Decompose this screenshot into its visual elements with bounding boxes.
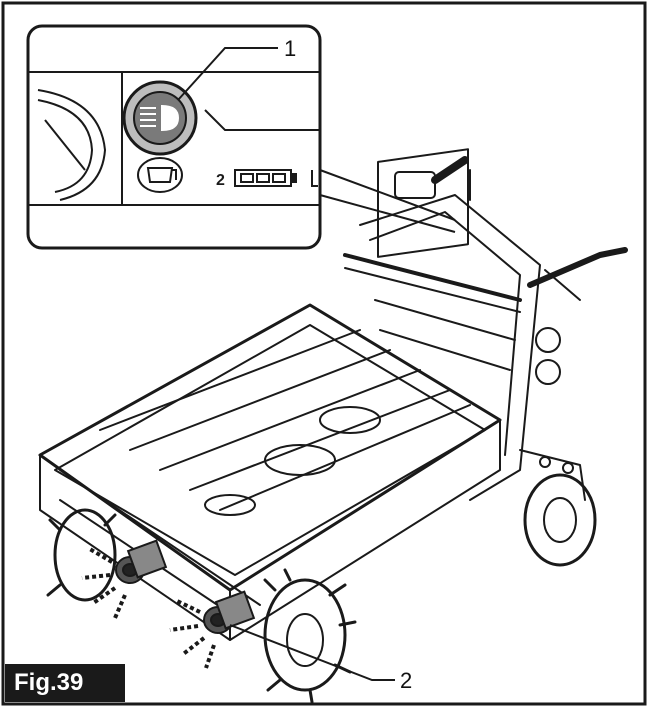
light-rays-left [81, 546, 127, 619]
headlight-left [115, 539, 168, 584]
cart-mode-icon [137, 157, 183, 193]
control-panel-inset: 2 [26, 24, 322, 250]
figure-label-box [5, 664, 125, 702]
figure-label: Fig.39 [14, 669, 84, 696]
headlight-right [203, 590, 256, 634]
headlight-icon [140, 104, 180, 132]
callout-1-label: 1 [284, 36, 296, 61]
battery-level-icon [234, 169, 318, 187]
battery-indicator-number: 2 [216, 172, 225, 189]
callout-1-leader [177, 47, 278, 101]
power-cart-drawing [38, 148, 628, 704]
callout-2-leader [229, 624, 395, 681]
callout-2-label: 2 [400, 668, 412, 693]
zoom-connector [319, 169, 456, 233]
light-rays-right [169, 598, 216, 669]
